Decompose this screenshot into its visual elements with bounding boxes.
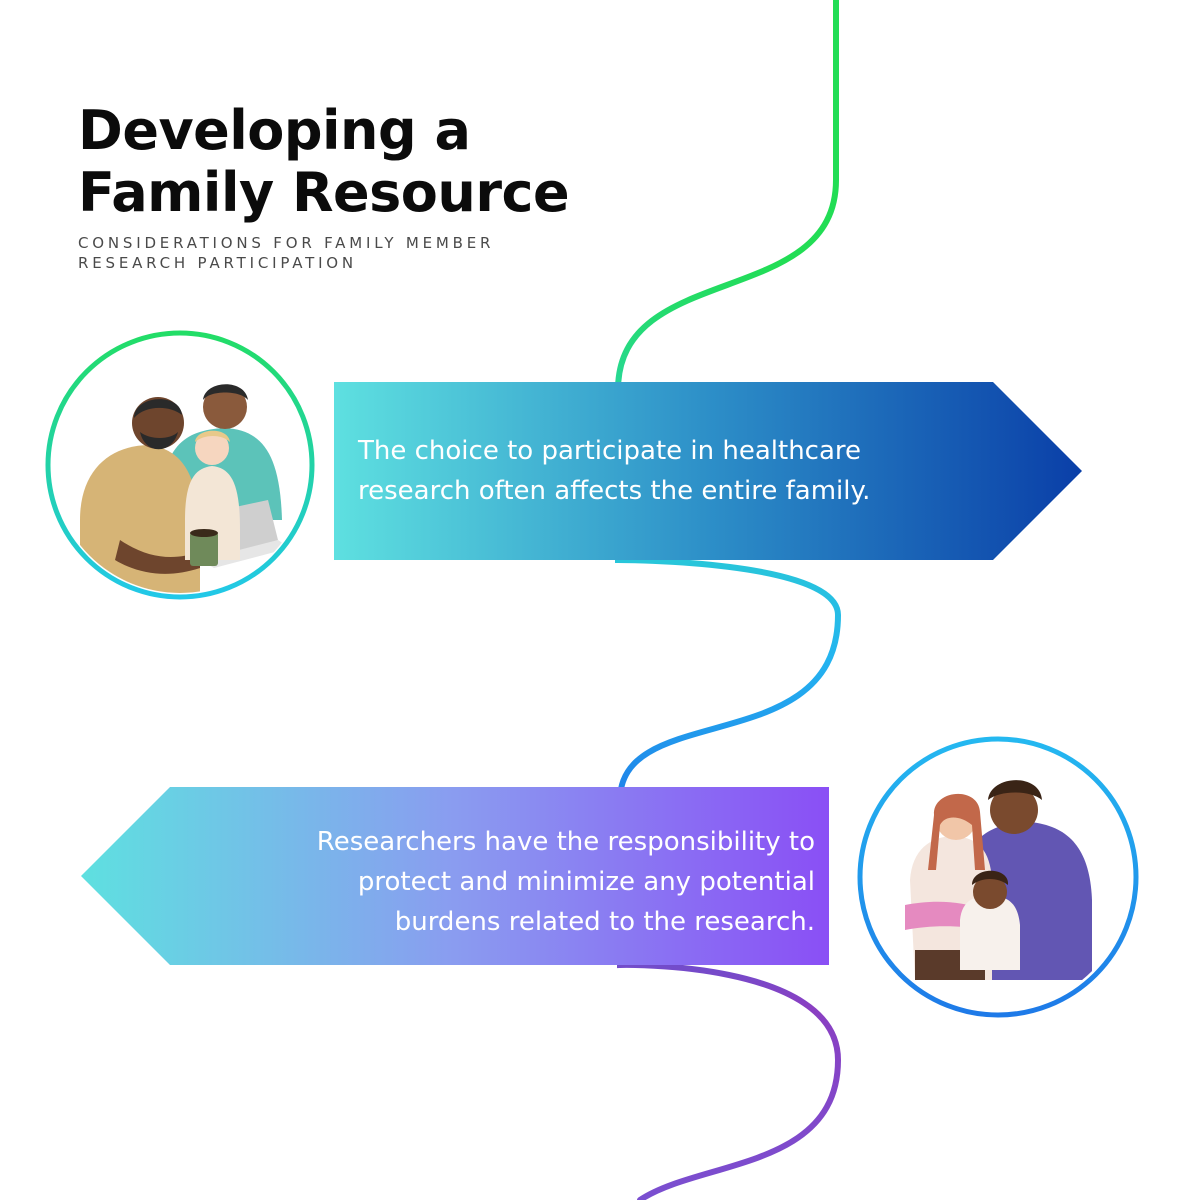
- title-line-2: Family Resource: [78, 161, 570, 224]
- subtitle-line-2: RESEARCH PARTICIPATION: [78, 254, 357, 272]
- step-2-text-line-3: burdens related to the research.: [394, 907, 815, 937]
- step-2-text-line-1: Researchers have the responsibility to: [316, 827, 815, 857]
- step-arrow-1: [334, 382, 1082, 560]
- page-title: Developing a Family Resource: [78, 99, 570, 224]
- step-1-text: The choice to participate in healthcare …: [358, 431, 978, 511]
- title-line-1: Developing a: [78, 99, 471, 162]
- family-at-laptop-illustration: [80, 384, 290, 593]
- step-arrow-2: [81, 787, 829, 965]
- step-2-text: Researchers have the responsibility to p…: [200, 822, 815, 942]
- subtitle-line-1: CONSIDERATIONS FOR FAMILY MEMBER: [78, 234, 495, 252]
- family-hug-illustration: [905, 780, 1092, 980]
- step-2-text-line-2: protect and minimize any potential: [357, 867, 815, 897]
- timeline-path: [615, 0, 842, 1200]
- page-subtitle: CONSIDERATIONS FOR FAMILY MEMBER RESEARC…: [78, 233, 638, 273]
- step-1-text-line-1: The choice to participate in healthcare: [358, 436, 862, 466]
- step-1-text-line-2: research often affects the entire family…: [358, 476, 871, 506]
